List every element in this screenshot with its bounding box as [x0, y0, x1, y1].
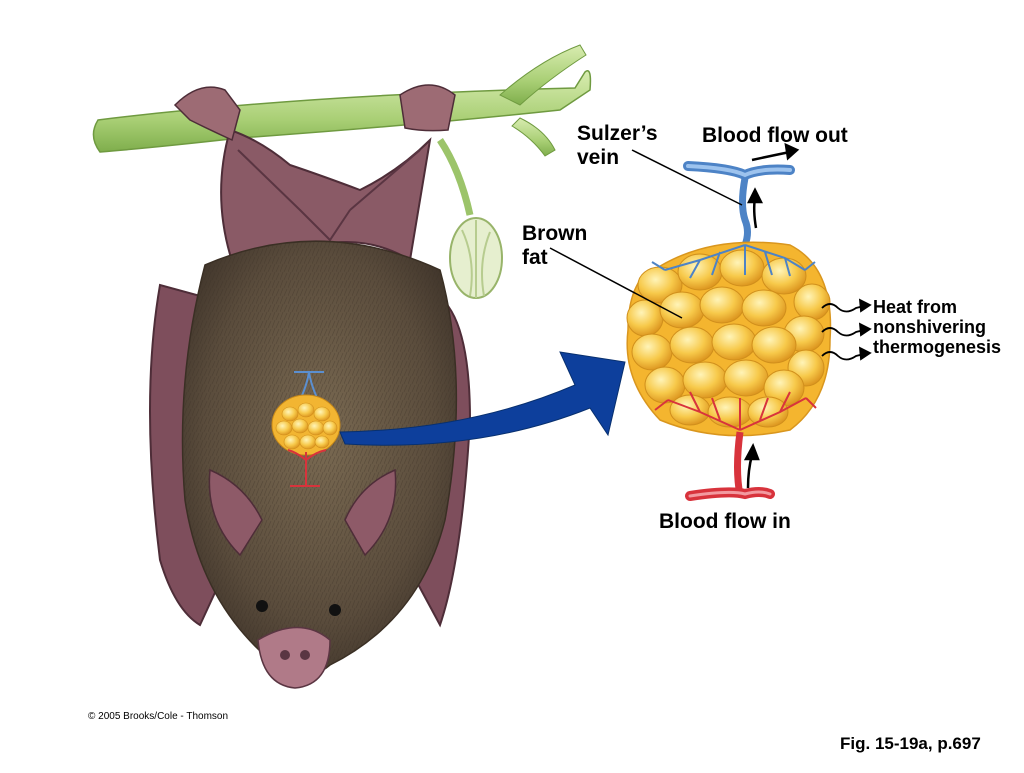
heat-label-line2: nonshivering [873, 317, 987, 338]
magnify-arrow-icon [339, 351, 626, 446]
heat-arrows [821, 298, 872, 361]
brown-fat-small-icon [271, 371, 341, 487]
sulzers-vein-label: Sulzer’s vein [577, 122, 658, 169]
figure-reference: Fig. 15-19a, p.697 [840, 734, 981, 753]
bat-body [181, 240, 458, 678]
brown-fat-label-line2: fat [522, 245, 548, 269]
blood-flow-out-label: Blood flow out [702, 124, 848, 147]
heat-label-line3: thermogenesis [873, 337, 1002, 358]
heat-label-line1: Heat from [873, 297, 958, 317]
sulzers-vein-label-line2: vein [577, 145, 620, 169]
copyright-text: © 2005 Brooks/Cole - Thomson [88, 711, 229, 722]
flower-bud-icon [449, 217, 503, 299]
leader-lines [549, 149, 743, 319]
sulzers-vein-label-line1: Sulzer’s [577, 122, 658, 145]
brown-fat-enlarged [626, 161, 832, 501]
heat-label: Heat from nonshivering thermogenesis [873, 297, 1001, 357]
bat-feet [173, 84, 456, 142]
bat-ears [208, 468, 397, 557]
flow-arrows [743, 142, 800, 489]
brown-fat-label: Brown fat [522, 222, 587, 269]
blood-flow-in-label: Blood flow in [659, 510, 791, 533]
brown-fat-label-line1: Brown [522, 222, 588, 245]
bat-face [256, 600, 341, 689]
